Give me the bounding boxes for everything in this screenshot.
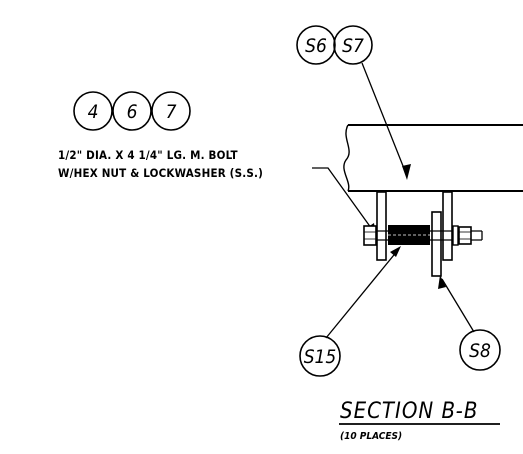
callout-s15-label: S15 (304, 346, 337, 368)
right-plate (442, 191, 453, 261)
bracket-plate (431, 211, 442, 277)
left-plate (376, 191, 387, 261)
callout-s7-label: S7 (342, 35, 364, 57)
callout-s15: S15 (299, 335, 341, 377)
callout-6-label: 6 (127, 101, 138, 123)
callout-7-label: 7 (166, 101, 177, 123)
callout-s8: S8 (459, 329, 501, 371)
spacer-sleeve (388, 225, 430, 245)
bolt-note-line-2: W/HEX NUT & LOCKWASHER (S.S.) (58, 166, 263, 180)
leader-s8 (438, 275, 475, 333)
callout-7: 7 (151, 91, 191, 131)
leader-s15 (325, 246, 401, 339)
section-subtitle: (10 PLACES) (340, 431, 402, 442)
callout-s8-label: S8 (469, 340, 491, 362)
leader-s7 (361, 62, 411, 180)
callout-s7: S7 (333, 25, 373, 65)
section-title: SECTION B-B (340, 399, 478, 424)
callout-s6-label: S6 (305, 35, 327, 57)
callout-4-label: 4 (88, 101, 99, 123)
callout-s6: S6 (296, 25, 336, 65)
beam (343, 124, 523, 192)
callout-6: 6 (112, 91, 152, 131)
bolt (363, 225, 483, 246)
callout-4: 4 (73, 91, 113, 131)
bolt-note-line-1: 1/2" DIA. X 4 1/4" LG. M. BOLT (58, 148, 238, 162)
